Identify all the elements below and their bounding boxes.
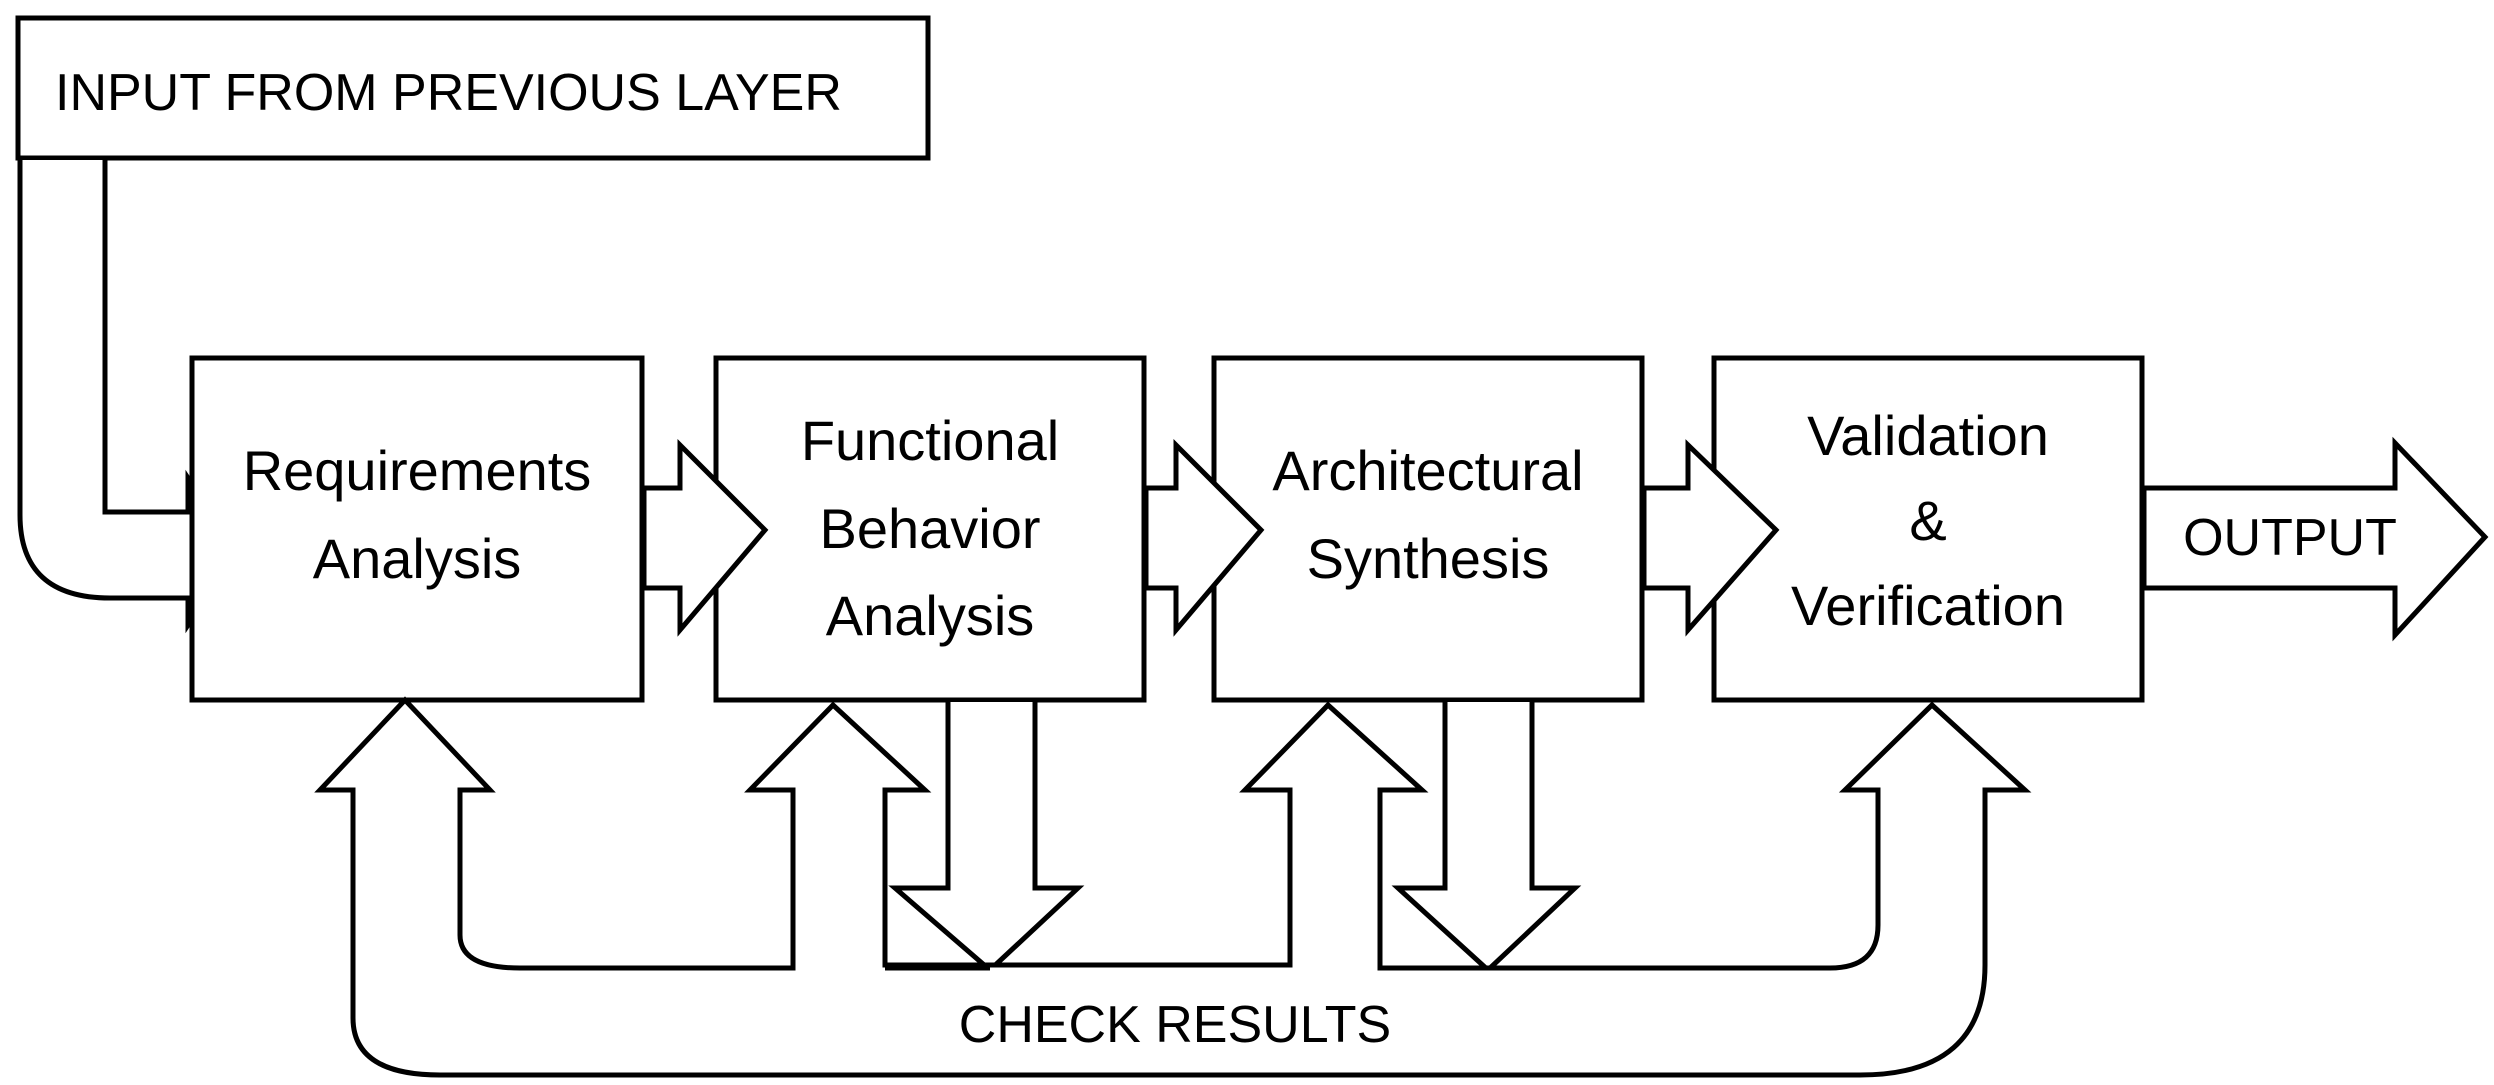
functional-behavior-line3: Analysis — [826, 584, 1035, 647]
requirements-analysis-box — [189, 355, 645, 703]
requirements-analysis-line1: Requirements — [243, 439, 592, 502]
output-label: OUTPUT — [2183, 509, 2397, 567]
validation-verification-line1: Validation — [1807, 404, 2049, 467]
validation-verification-line2: & — [1909, 489, 1946, 552]
input-box-label: INPUT FROM PREVIOUS LAYER — [55, 64, 842, 122]
functional-behavior-line1: Functional — [801, 409, 1059, 472]
down-arrow-functional — [888, 702, 1085, 974]
validation-verification-box — [1711, 355, 2145, 703]
validation-verification-line3: Verification — [1791, 574, 2065, 637]
architectural-synthesis-line2: Synthesis — [1307, 527, 1550, 590]
forward-arrow-2 — [1143, 438, 1265, 637]
down-arrow-architectural — [1391, 702, 1582, 974]
up-arrow-requirements — [314, 696, 2032, 1078]
forward-arrow-3 — [1641, 439, 1780, 637]
architectural-synthesis-line1: Architectural — [1272, 439, 1583, 502]
output-arrow — [2141, 436, 2489, 642]
forward-arrow-1 — [641, 438, 769, 637]
input-box — [15, 15, 931, 161]
requirements-analysis-line2: Analysis — [313, 527, 522, 590]
functional-behavior-line2: Behavior — [819, 497, 1040, 560]
check-results-label: CHECK RESULTS — [959, 996, 1391, 1054]
